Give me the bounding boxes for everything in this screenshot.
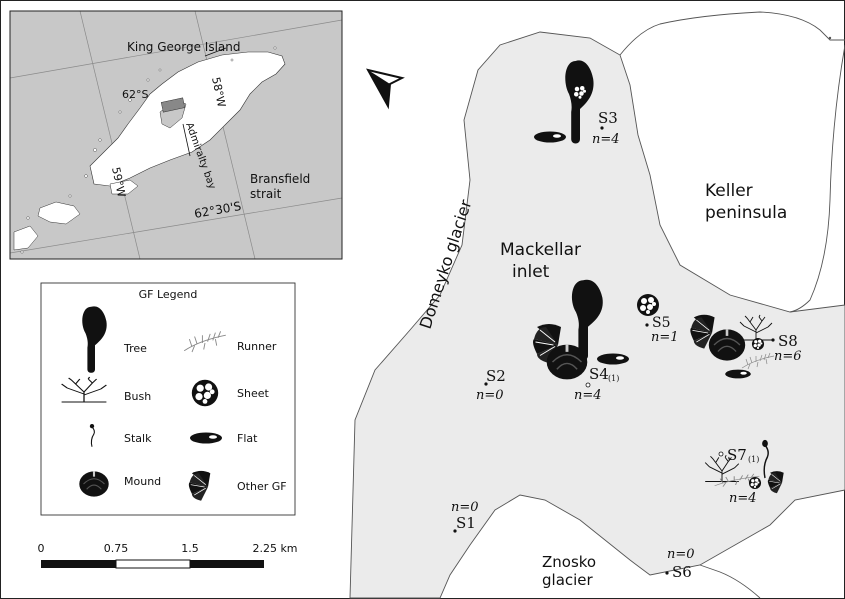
legend-item-flat: Flat [190, 432, 258, 445]
station-s7: S7 (1) n=4 [704, 438, 784, 506]
legend-item-bush: Bush [60, 376, 151, 403]
king-george-island [89, 51, 286, 187]
station-s5: S5 n=1 [637, 294, 679, 345]
legend-label: Other GF [237, 480, 287, 493]
station-label: S6 [672, 563, 692, 581]
inset-lon-label: 58°W [209, 76, 228, 109]
keller-label: Keller [705, 181, 753, 201]
mackellar-label: Mackellar [500, 240, 581, 260]
sheet-icon [751, 337, 765, 351]
station-count: n=0 [667, 547, 695, 562]
sheet-icon [637, 294, 659, 316]
sheet-icon [571, 83, 589, 101]
legend-label: Mound [124, 475, 161, 488]
legend-item-stalk: Stalk [89, 423, 152, 448]
station-label: S3 [598, 109, 618, 127]
station-point [453, 529, 457, 533]
station-point [771, 338, 775, 342]
legend-label: Runner [237, 340, 277, 353]
station-count: n=0 [451, 500, 479, 515]
station-point-hollow [718, 451, 724, 457]
scale-tick-0: 0 [38, 542, 45, 555]
legend-label: Bush [124, 390, 151, 403]
scale-tick-3: 2.25 km [252, 542, 297, 555]
station-s2: S2 n=0 [476, 367, 506, 403]
mackellar-label-2: inlet [512, 262, 550, 282]
station-label: S1 [456, 514, 476, 532]
station-label: S7 [727, 446, 747, 464]
station-count: n=1 [651, 330, 679, 345]
station-s4: S4 (1) n=4 [532, 279, 629, 403]
legend-item-tree: Tree [82, 306, 147, 373]
legend-item-runner: Runner [183, 330, 277, 353]
station-s6: n=0 S6 [665, 547, 695, 581]
inset-map: King George Island 62°S 58°W 59°W 62°30'… [9, 10, 343, 260]
legend: GF Legend Tree Runner Bush Sheet Stalk F… [40, 282, 296, 516]
inset-strait-label-2: strait [250, 187, 282, 201]
mound-icon [708, 328, 746, 362]
flat-icon [597, 353, 629, 365]
study-area-box [160, 97, 186, 113]
flat-icon [534, 131, 566, 143]
station-point [645, 323, 649, 327]
scale-tick-1: 0.75 [104, 542, 129, 555]
inset-strait-label: Bransfield [250, 172, 310, 186]
znosko-label-2: glacier [542, 571, 594, 589]
scale-tick-2: 1.5 [181, 542, 199, 555]
station-label: S5 [652, 315, 671, 331]
station-label: S8 [778, 332, 798, 350]
inset-lat-label: 62°S [122, 88, 148, 101]
legend-title: GF Legend [139, 288, 198, 301]
legend-label: Flat [237, 432, 258, 445]
znosko-label: Znosko [542, 553, 596, 571]
legend-label: Stalk [124, 432, 152, 445]
station-count: n=4 [574, 388, 602, 403]
station-count: n=4 [729, 491, 757, 506]
sheet-icon [191, 379, 219, 407]
station-point [600, 126, 604, 130]
station-point [484, 382, 488, 386]
flat-icon [725, 369, 751, 379]
inset-lon-label-2: 59°W [109, 166, 128, 199]
station-s8: S8 n=6 [689, 314, 802, 379]
sheet-icon [748, 476, 762, 490]
station-s1: n=0 S1 [451, 500, 479, 533]
keller-label-2: peninsula [705, 203, 787, 223]
legend-label: Tree [123, 342, 147, 355]
station-superscript: (1) [608, 374, 619, 383]
station-count: n=4 [592, 132, 620, 147]
mound-icon [78, 470, 110, 498]
legend-item-other: Other GF [188, 470, 287, 502]
mound-icon [545, 343, 589, 381]
inset-island-label: King George Island [127, 40, 241, 54]
legend-item-mound: Mound [78, 470, 161, 498]
station-point-hollow [585, 382, 591, 388]
legend-item-sheet: Sheet [191, 379, 269, 407]
station-label: S4 [589, 365, 609, 383]
station-point [665, 571, 669, 575]
north-arrow-icon [366, 68, 405, 110]
graticule [10, 11, 342, 259]
scale-bar: 0 0.75 1.5 2.25 km [38, 542, 298, 569]
legend-label: Sheet [237, 387, 269, 400]
station-label: S2 [486, 367, 506, 385]
station-superscript: (1) [748, 455, 759, 464]
station-s3: S3 n=4 [534, 60, 620, 147]
flat-icon [190, 432, 222, 444]
station-count: n=6 [774, 349, 802, 364]
station-count: n=0 [476, 388, 504, 403]
